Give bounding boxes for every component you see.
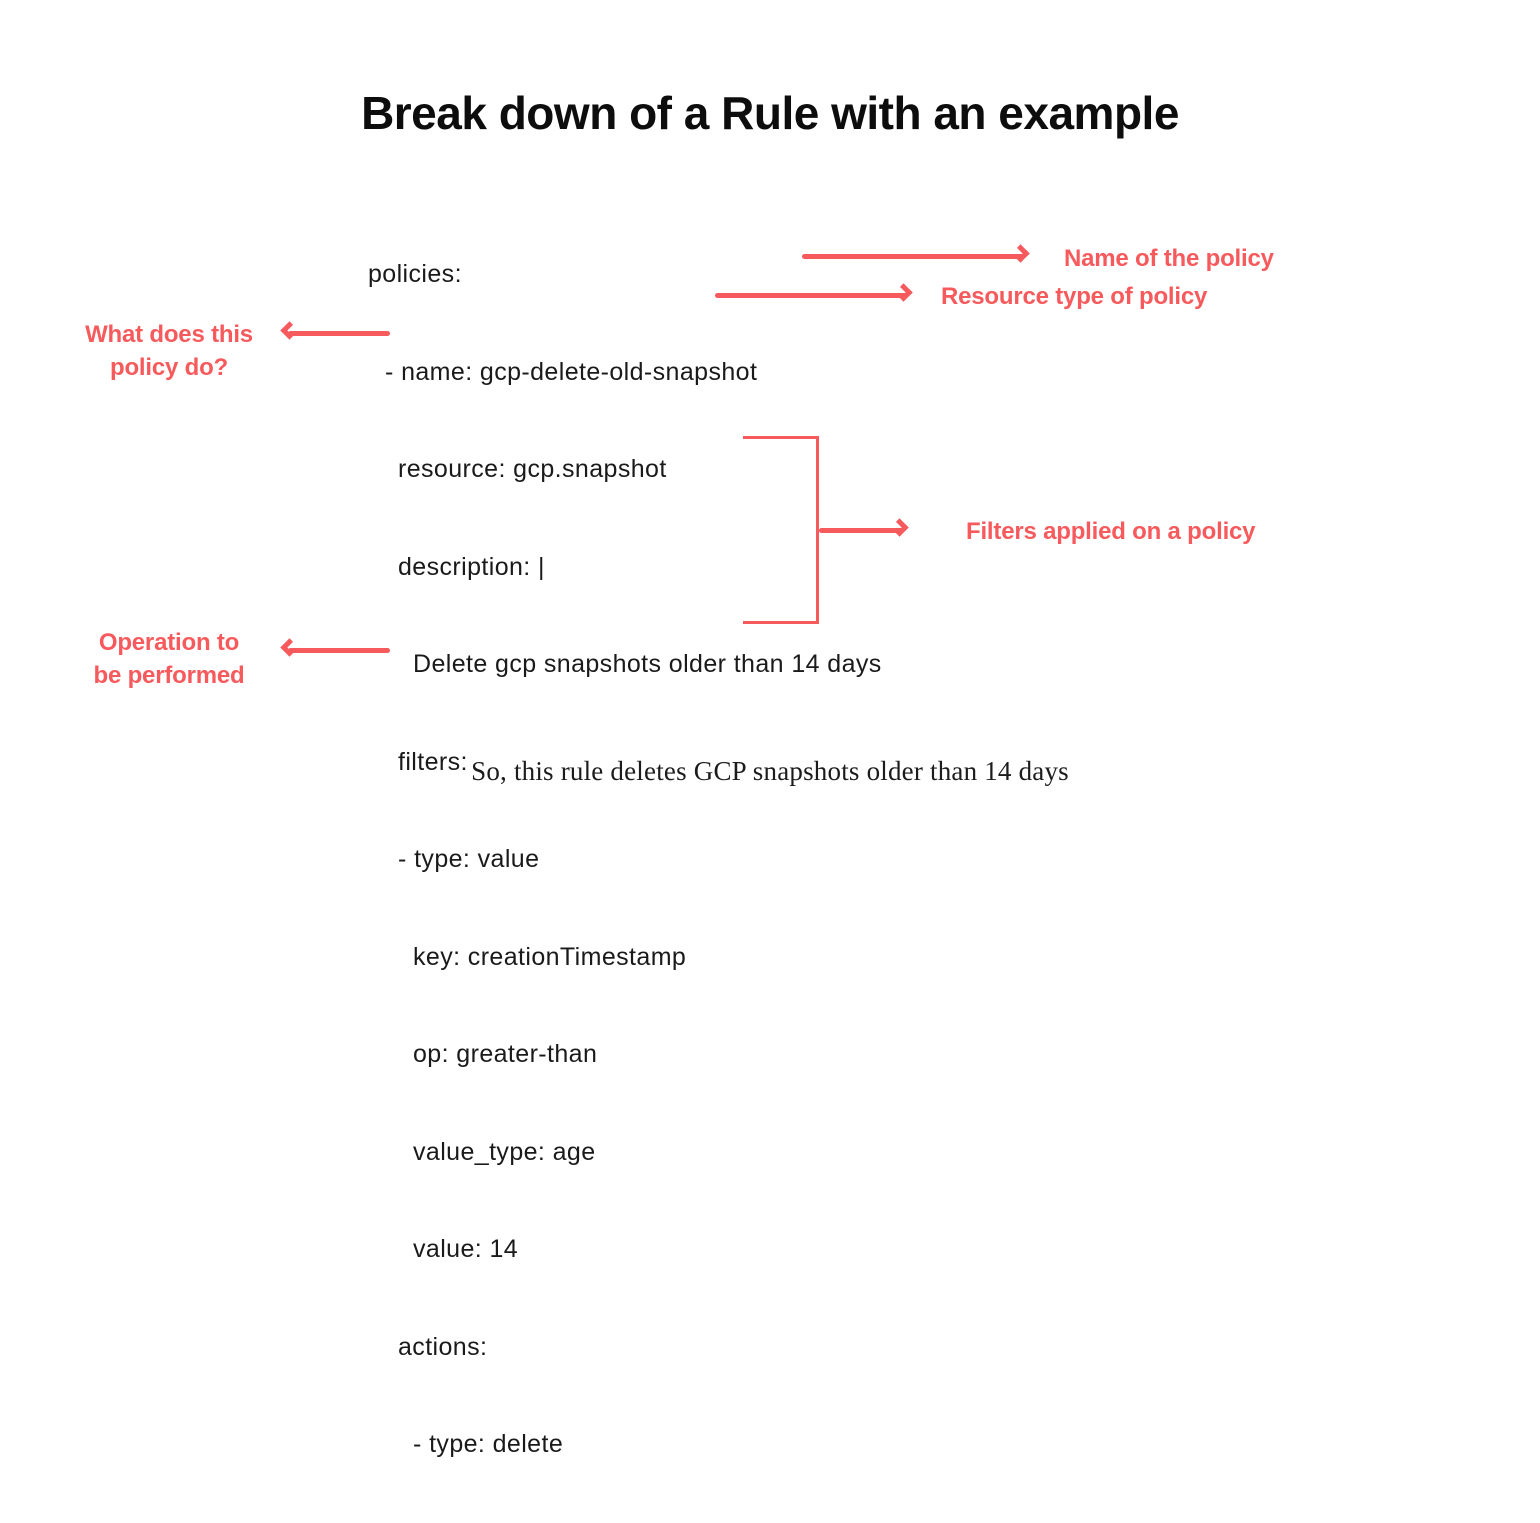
yaml-line-description: description: |	[398, 552, 545, 581]
yaml-line-description-text: Delete gcp snapshots older than 14 days	[413, 650, 882, 678]
yaml-line-filter-op: op: greater-than	[413, 1040, 598, 1068]
yaml-code-block: policies: - name: gcp-delete-old-snapsho…	[368, 197, 882, 1523]
yaml-line-action-type: - type: delete	[413, 1430, 564, 1458]
diagram-canvas: Break down of a Rule with an example pol…	[62, 87, 1274, 1458]
page-title: Break down of a Rule with an example	[361, 87, 1179, 139]
description-annotation-line1: What does this	[85, 321, 253, 348]
description-annotation-label: What does this policy do?	[62, 318, 276, 384]
yaml-line-actions: actions:	[398, 1332, 488, 1361]
actions-annotation-label: Operation to be performed	[62, 626, 276, 692]
description-annotation-line2: policy do?	[109, 354, 228, 381]
resource-annotation-label: Resource type of policy	[941, 283, 1208, 310]
yaml-line-resource: resource: gcp.snapshot	[398, 455, 667, 483]
yaml-line-name: - name: gcp-delete-old-snapshot	[385, 357, 758, 386]
filters-annotation-label: Filters applied on a policy	[966, 518, 1256, 545]
yaml-line-filter-type: - type: value	[398, 845, 540, 873]
actions-annotation-line2: be performed	[93, 662, 245, 689]
yaml-line-filters: filters:	[398, 747, 468, 776]
conclusion-text: So, this rule deletes GCP snapshots olde…	[471, 756, 1069, 786]
yaml-line-filter-value-type: value_type: age	[413, 1137, 596, 1166]
name-annotation-label: Name of the policy	[1064, 245, 1274, 272]
yaml-line-policies: policies:	[368, 260, 462, 288]
actions-annotation-line1: Operation to	[98, 629, 240, 656]
yaml-line-filter-key: key: creationTimestamp	[413, 942, 687, 971]
yaml-line-filter-value: value: 14	[413, 1235, 519, 1263]
